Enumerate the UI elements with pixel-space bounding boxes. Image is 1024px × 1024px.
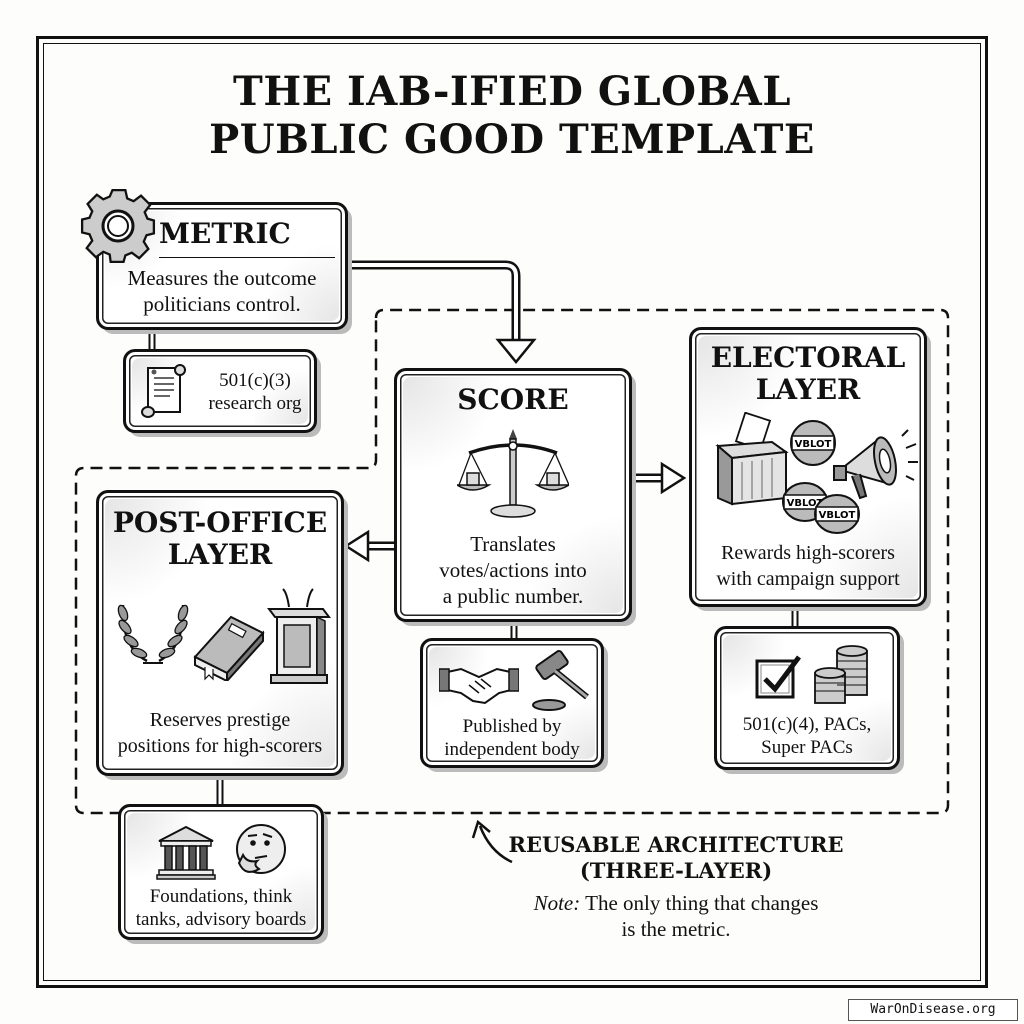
svg-text:VBLOT: VBLOT [795,439,832,450]
score-org-line-2: independent body [444,739,580,760]
metric-desc-2: politicians control. [143,292,301,316]
scroll-icon [141,364,186,418]
score-desc-3: a public number. [442,584,584,608]
coins-icon [814,645,868,704]
metric-org-line-1: 501(c)(3) [219,370,291,391]
annotation-heading-1: REUSABLE ARCHITECTURE [508,832,844,857]
post-office-desc-1: Reserves prestige [149,709,291,731]
title-line-2: PUBLIC GOOD TEMPLATE [209,116,815,163]
megaphone-icon [833,429,918,500]
score-org-line-1: Published by [462,716,562,737]
metric-org-box: 501(c)(3) research org [123,349,317,433]
score-desc-2: votes/actions into [439,558,587,582]
page-title: THE IAB-IFIED GLOBAL PUBLIC GOOD TEMPLAT… [0,68,1024,164]
ballot-box-icon [715,412,789,506]
electoral-org-line-1: 501(c)(4), PACs, [742,714,872,735]
campaign-button-icon: VBLOT [790,420,836,466]
gear-icon [80,188,156,264]
score-heading: SCORE [457,383,569,416]
campaign-button-icon: VBLOT [814,494,860,534]
podium-icon [267,588,331,684]
score-box: SCORE Translates votes/actions into a pu… [394,368,632,622]
post-office-org-box: Foundations, think tanks, advisory board… [118,804,324,940]
watermark: WarOnDisease.org [848,999,1018,1021]
metric-desc-1: Measures the outcome [127,266,317,290]
institution-icon [156,825,216,880]
post-office-heading-2: LAYER [167,538,273,571]
checkbox-icon [755,655,801,699]
metric-org-line-2: research org [208,393,302,414]
post-office-org-line-1: Foundations, think [149,886,293,907]
electoral-desc-2: with campaign support [716,568,900,590]
post-office-org-line-2: tanks, advisory boards [135,909,307,930]
book-icon [193,615,265,681]
svg-text:VBLOT: VBLOT [819,510,856,521]
inner-frame [43,43,981,981]
architecture-annotation: REUSABLE ARCHITECTURE (THREE-LAYER) Note… [496,832,856,942]
svg-text:VBLOT: VBLOT [787,498,824,509]
electoral-box: ELECTORAL LAYER VBLOT VBLOT VBLOT Reward… [689,327,927,607]
score-org-box: Published by independent body [420,638,604,768]
annotation-heading-2: (THREE-LAYER) [579,858,773,883]
gavel-icon [532,650,589,711]
electoral-org-box: 501(c)(4), PACs, Super PACs [714,626,900,770]
title-line-1: THE IAB-IFIED GLOBAL [233,68,791,115]
laurel-wreath-icon [117,604,189,664]
score-desc-1: Translates [470,532,556,556]
post-office-box: POST-OFFICE LAYER Reserves prestige [96,490,344,776]
post-office-heading-1: POST-OFFICE [112,506,328,539]
metric-heading: METRIC [159,217,291,250]
post-office-desc-2: positions for high-scorers [117,735,323,757]
metric-divider [159,257,335,258]
outer-frame [36,36,988,988]
annotation-note-line-1: The only thing that changes [580,891,819,915]
electoral-desc-1: Rewards high-scorers [721,542,895,564]
scales-icon [457,429,569,518]
electoral-org-line-2: Super PACs [761,737,853,758]
electoral-heading-2: LAYER [755,373,861,406]
annotation-note-line-2: is the metric. [621,917,731,941]
thinking-face-icon [236,824,286,874]
handshake-icon [439,667,519,705]
annotation-note-label: Note: [533,891,581,915]
electoral-heading-1: ELECTORAL [710,341,906,374]
